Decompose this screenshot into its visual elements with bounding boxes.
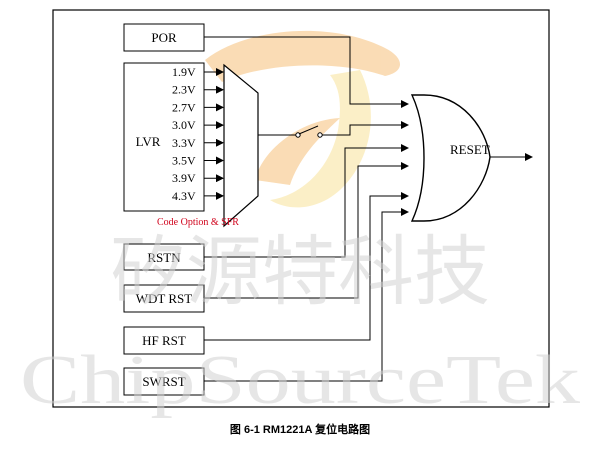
- lvr-voltage-label: 3.0V: [172, 118, 196, 132]
- hf-rst-label: HF RST: [142, 333, 186, 348]
- lvr-mux: [223, 63, 259, 228]
- swrst-to-or-wire: [204, 208, 409, 382]
- por-to-or-wire: [204, 36, 409, 108]
- rstn-label: RSTN: [147, 250, 181, 265]
- wdt-rst-block: [123, 284, 205, 313]
- watermark-chinese: 矽源特科技: [110, 230, 490, 315]
- switch-lever: [298, 125, 319, 135]
- wdt-to-or-wire: [204, 162, 409, 299]
- swrst-label: SWRST: [142, 374, 185, 389]
- hf-to-or-wire: [204, 192, 409, 341]
- swrst-block: [123, 367, 205, 396]
- lvr-voltage-label: 3.5V: [172, 154, 196, 168]
- por-label: POR: [151, 30, 177, 45]
- rstn-to-or-wire: [204, 144, 409, 258]
- or-gate: [410, 94, 491, 222]
- lvr-to-or-wire: [322, 121, 409, 136]
- reset-output-label: RESET: [450, 142, 490, 157]
- lvr-voltage-taps: 1.9V 2.3V 2.7V 3.0V 3.3V 3.5V 3.9V 4.3V: [172, 65, 224, 203]
- lvr-voltage-label: 1.9V: [172, 65, 196, 79]
- figure-caption: 图 6-1 RM1221A 复位电路图: [230, 422, 370, 436]
- lvr-voltage-label: 3.3V: [172, 136, 196, 150]
- outer-frame: [52, 9, 550, 408]
- lvr-voltage-label: 3.9V: [172, 171, 196, 185]
- mux-select-label: Code Option & SFR: [157, 217, 239, 228]
- wdt-rst-label: WDT RST: [136, 291, 193, 306]
- hf-rst-block: [123, 326, 205, 355]
- lvr-voltage-label: 4.3V: [172, 189, 196, 203]
- lvr-voltage-label: 2.7V: [172, 100, 196, 114]
- switch-contact-right: [317, 132, 323, 138]
- por-block: [123, 23, 205, 52]
- lvr-block: [123, 62, 205, 212]
- lvr-voltage-label: 2.3V: [172, 83, 196, 97]
- watermark-latin: ChipSourceTek: [20, 342, 580, 419]
- lvr-label: LVR: [136, 134, 161, 149]
